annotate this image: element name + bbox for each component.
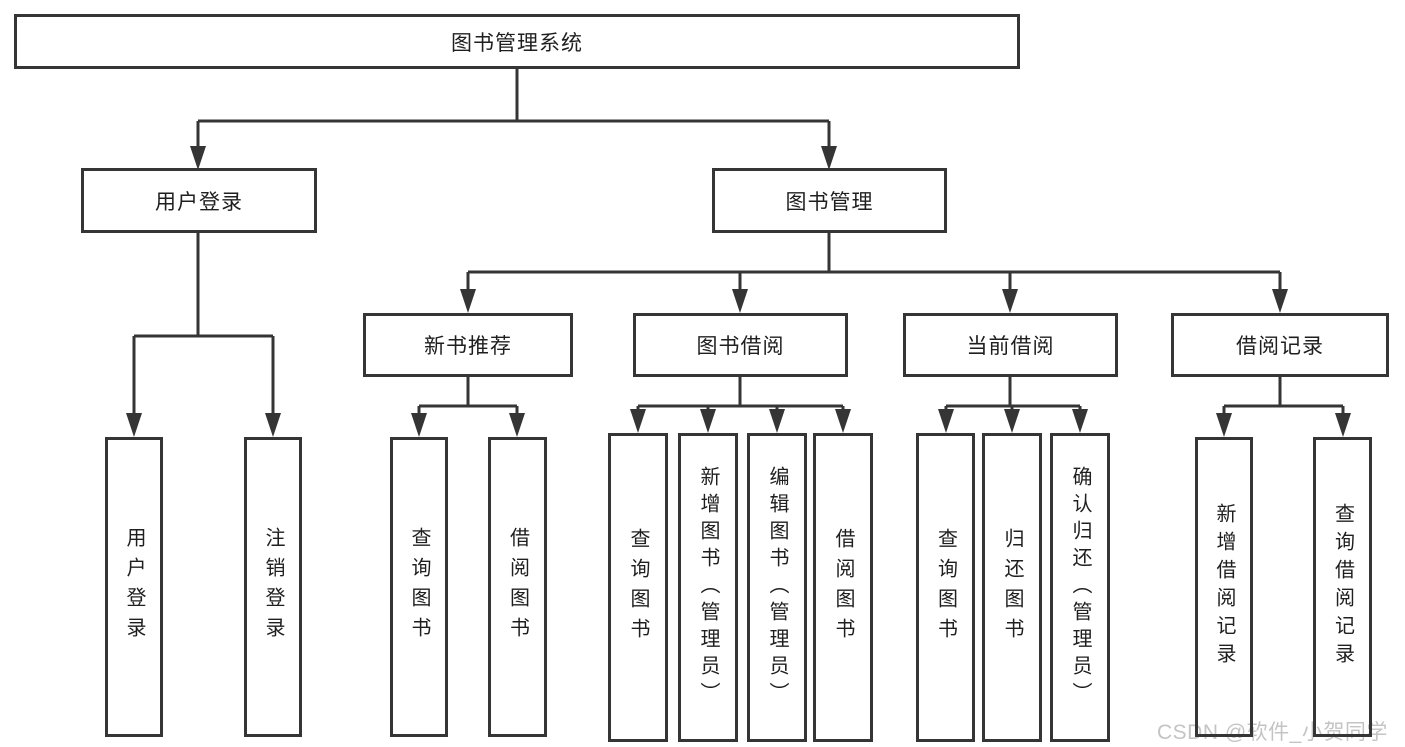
leaf-cb-query-books: 查询图书	[916, 433, 975, 742]
leaf-nbr-borrow-books-label: 借阅图书	[506, 527, 529, 647]
arrowhead	[1335, 413, 1351, 437]
connector-current-borrow-group	[944, 376, 1082, 413]
node-new-book-recommend-label: 新书推荐	[424, 335, 512, 358]
leaf-cb-confirm-return-admin-label: 确认归还（管理员）	[1069, 466, 1091, 709]
leaf-br-add-record: 新增借阅记录	[1195, 437, 1253, 737]
node-root: 图书管理系统	[14, 14, 1020, 69]
leaf-user-login-label: 用户登录	[123, 527, 145, 647]
leaf-bb-add-books-admin: 新增图书（管理员）	[678, 433, 738, 742]
arrowhead	[509, 413, 525, 437]
leaf-bb-edit-books-admin-label: 编辑图书（管理员）	[766, 466, 788, 709]
node-book-management-label: 图书管理	[785, 190, 874, 214]
arrowhead	[769, 409, 785, 433]
leaf-br-add-record-label: 新增借阅记录	[1213, 503, 1235, 671]
arrowhead	[1216, 413, 1232, 437]
node-new-book-recommend: 新书推荐	[363, 313, 573, 377]
node-borrow-record: 借阅记录	[1171, 313, 1389, 377]
node-book-borrow-label: 图书借阅	[696, 335, 785, 358]
node-borrow-record-label: 借阅记录	[1236, 335, 1324, 358]
node-current-borrow-label: 当前借阅	[966, 335, 1055, 358]
leaf-cb-query-books-label: 查询图书	[934, 527, 957, 648]
leaf-bb-query-books-label: 查询图书	[627, 527, 649, 648]
arrowhead	[411, 413, 427, 437]
leaf-cb-return-books: 归还图书	[982, 433, 1042, 742]
connector-book-mgmt-to-level3	[466, 232, 1282, 293]
csdn-watermark: CSDN @软件_小贺同学	[1157, 721, 1388, 744]
leaf-nbr-query-books-label: 查询图书	[408, 527, 430, 647]
leaf-user-login: 用户登录	[105, 437, 163, 737]
node-user-login-label: 用户登录	[155, 190, 243, 214]
arrowhead	[630, 409, 646, 433]
leaf-bb-add-books-admin-label: 新增图书（管理员）	[697, 466, 719, 709]
arrowhead	[700, 409, 716, 433]
arrowhead	[126, 413, 142, 437]
leaf-cb-confirm-return-admin: 确认归还（管理员）	[1050, 433, 1110, 742]
leaf-nbr-borrow-books: 借阅图书	[488, 437, 547, 737]
node-current-borrow: 当前借阅	[903, 313, 1118, 377]
leaf-bb-borrow-books: 借阅图书	[813, 433, 873, 742]
connector-new-book-rec-group	[417, 376, 519, 417]
leaf-bb-borrow-books-label: 借阅图书	[832, 527, 854, 648]
arrowhead	[732, 289, 748, 313]
arrowhead	[835, 409, 851, 433]
arrowhead	[938, 409, 954, 433]
connector-root-to-level2	[196, 68, 831, 150]
leaf-bb-query-books: 查询图书	[608, 433, 668, 742]
node-root-label: 图书管理系统	[451, 31, 583, 55]
connector-borrow-record-group	[1222, 376, 1345, 417]
arrowhead	[1272, 289, 1288, 313]
arrowhead	[1004, 409, 1020, 433]
leaf-br-query-record: 查询借阅记录	[1313, 437, 1372, 737]
leaf-logout: 注销登录	[244, 437, 302, 737]
arrowhead	[190, 146, 206, 170]
node-book-management: 图书管理	[712, 168, 947, 233]
connector-user-login-group	[132, 232, 275, 417]
leaf-nbr-query-books: 查询图书	[390, 437, 448, 737]
arrowhead	[265, 413, 281, 437]
leaf-cb-return-books-label: 归还图书	[1001, 527, 1023, 648]
connector-book-borrow-group	[636, 376, 845, 413]
arrowhead	[460, 289, 476, 313]
leaf-br-query-record-label: 查询借阅记录	[1331, 503, 1354, 671]
leaf-logout-label: 注销登录	[262, 527, 284, 647]
leaf-bb-edit-books-admin: 编辑图书（管理员）	[747, 433, 807, 742]
node-book-borrow: 图书借阅	[633, 313, 848, 377]
arrowhead	[821, 146, 837, 170]
arrowhead	[1072, 409, 1088, 433]
arrowhead	[1002, 289, 1018, 313]
node-user-login: 用户登录	[81, 168, 317, 233]
